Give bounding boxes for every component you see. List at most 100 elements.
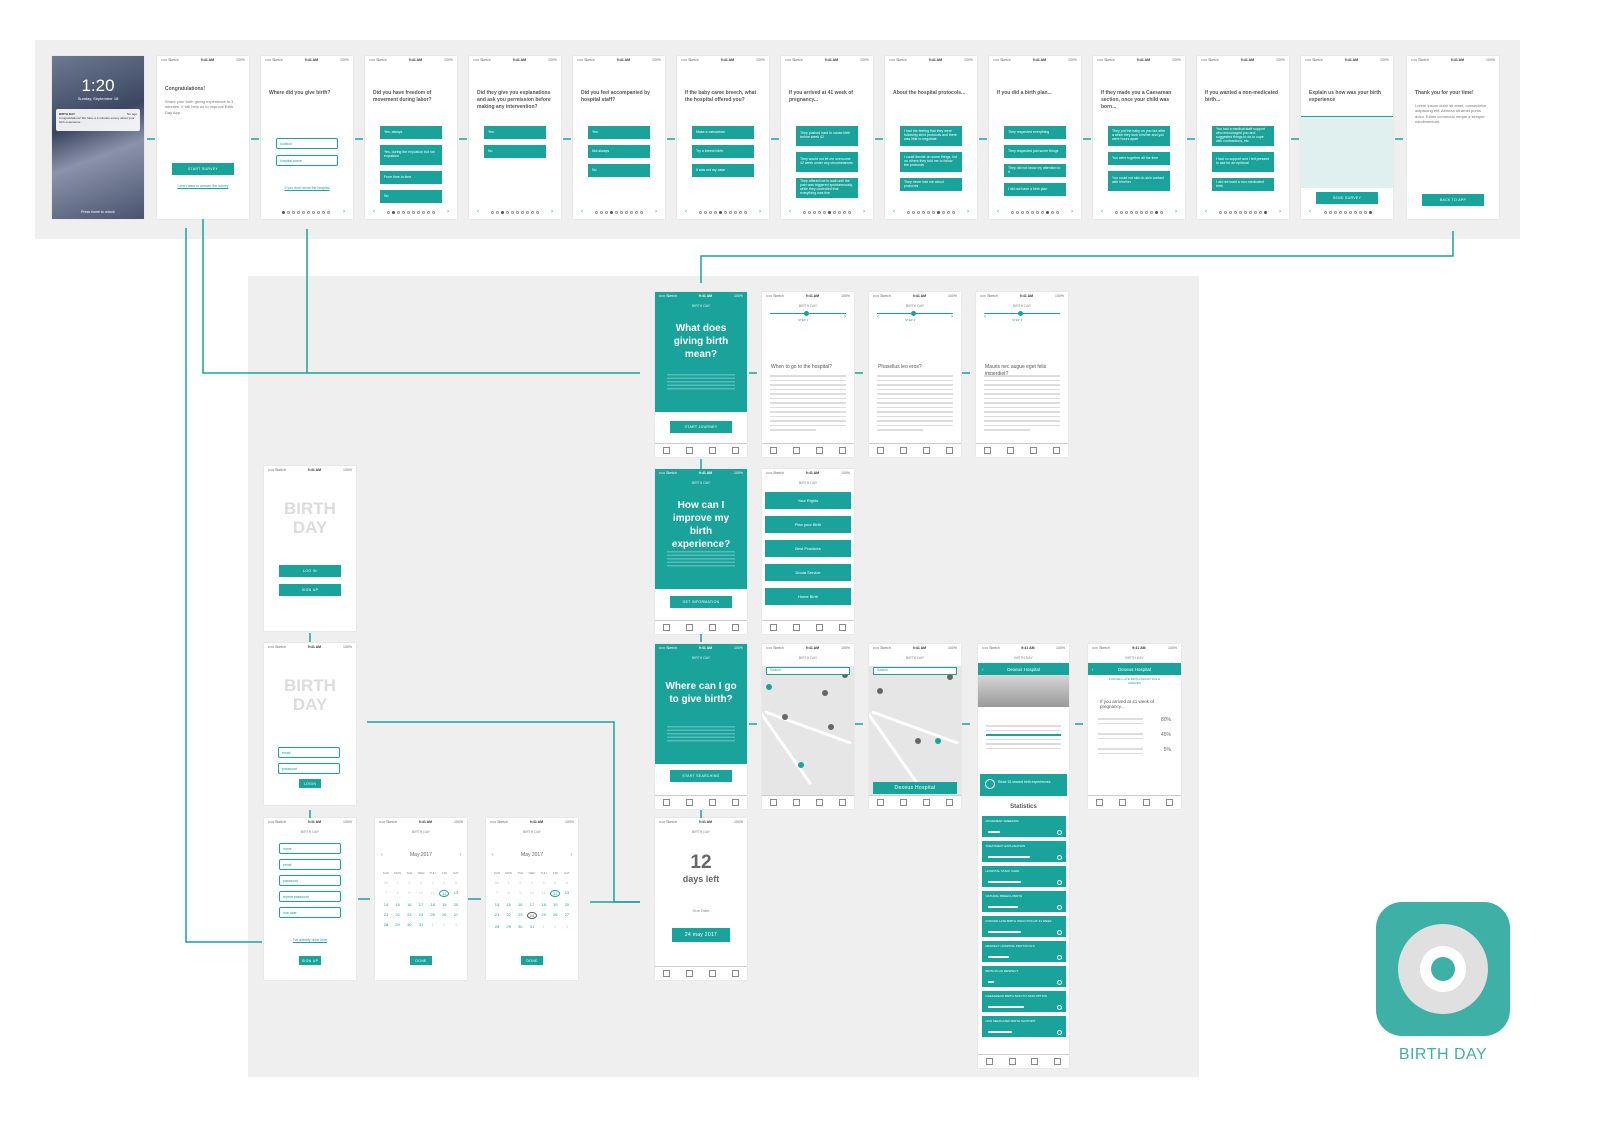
- calendar-day[interactable]: 13: [564, 890, 570, 895]
- tab-icon[interactable]: [709, 799, 716, 806]
- calendar-day[interactable]: 6: [454, 880, 458, 885]
- calendar-day[interactable]: 7: [384, 890, 388, 895]
- calendar-day[interactable]: 6: [565, 880, 569, 885]
- tab-icon[interactable]: [663, 799, 670, 806]
- already-done-link[interactable]: I've already done birth: [292, 938, 328, 942]
- get-information-button[interactable]: GET INFORMATION: [670, 596, 732, 608]
- tab-icon[interactable]: [816, 447, 823, 454]
- calendar-day[interactable]: 2: [554, 924, 557, 929]
- calendar-day[interactable]: 19: [442, 902, 447, 907]
- answer-option[interactable]: I had no support and I felt pressed to a…: [1212, 152, 1274, 172]
- statistic-bar[interactable]: TREATMENT EXPLANATION: [981, 841, 1066, 862]
- prev-arrow-icon[interactable]: ‹: [477, 209, 479, 215]
- calendar-day[interactable]: 16: [407, 902, 412, 907]
- calendar-day[interactable]: 5: [443, 880, 446, 885]
- answer-option[interactable]: They would not let me overcome 42 week u…: [796, 152, 858, 172]
- calendar-day[interactable]: 10: [418, 890, 424, 895]
- calendar-day[interactable]: 16: [518, 902, 523, 907]
- answer-option[interactable]: I could decide on some things, but on ot…: [900, 152, 962, 172]
- answer-option[interactable]: They put the baby on you but after a whi…: [1108, 126, 1170, 146]
- signup-field[interactable]: repeat password: [279, 891, 341, 902]
- answer-option[interactable]: You could not skin-to-skin contact with …: [1108, 171, 1170, 191]
- hospital-select-button[interactable]: Dexeus Hospital: [873, 782, 957, 794]
- prev-arrow-icon[interactable]: ‹: [893, 209, 895, 215]
- calendar-day[interactable]: 1: [396, 880, 399, 885]
- tab-icon[interactable]: [686, 624, 693, 631]
- next-arrow-icon[interactable]: ›: [343, 209, 345, 215]
- tab-icon[interactable]: [816, 799, 823, 806]
- prev-arrow-icon[interactable]: ‹: [373, 209, 375, 215]
- tab-icon[interactable]: [1053, 447, 1060, 454]
- signup-field[interactable]: password: [279, 875, 341, 886]
- calendar-day[interactable]: 22: [395, 912, 400, 917]
- tab-icon[interactable]: [709, 447, 716, 454]
- next-arrow-icon[interactable]: ›: [551, 209, 553, 215]
- map-pin-icon[interactable]: [915, 738, 921, 744]
- menu-item[interactable]: Your Rights: [765, 492, 851, 509]
- prev-arrow-icon[interactable]: ‹: [685, 209, 687, 215]
- tab-icon[interactable]: [923, 447, 930, 454]
- log-in-button[interactable]: LOG IN: [279, 565, 341, 577]
- dont-remember-link[interactable]: If you don't know the hospital: [284, 186, 330, 190]
- tab-icon[interactable]: [793, 624, 800, 631]
- map-pin-icon[interactable]: [798, 762, 804, 768]
- statistic-bar[interactable]: NON MEDICATED BIRTH SUPPORT: [981, 1016, 1066, 1037]
- answer-option[interactable]: Make a caesarean: [692, 126, 754, 139]
- menu-item[interactable]: Plan your Birth: [765, 516, 851, 533]
- tab-icon[interactable]: [1119, 799, 1127, 806]
- calendar-day[interactable]: 14: [383, 902, 389, 907]
- calendar-day[interactable]: 21: [383, 912, 389, 917]
- tab-icon[interactable]: [663, 970, 670, 977]
- answer-option[interactable]: I had the feeling that they were followi…: [900, 126, 962, 146]
- menu-item[interactable]: Best Practices: [765, 540, 851, 557]
- calendar-day[interactable]: 27: [453, 912, 459, 917]
- calendar-day[interactable]: 27: [564, 912, 570, 917]
- calendar-day[interactable]: 22: [506, 912, 511, 917]
- calendar-day[interactable]: 20: [453, 902, 459, 907]
- statistic-bar[interactable]: RESPECT HOSPITAL PROTOCOLS: [981, 941, 1066, 962]
- answer-option[interactable]: No: [380, 190, 442, 203]
- map-pin-icon[interactable]: [828, 724, 834, 730]
- calendar-day[interactable]: 3: [454, 922, 458, 927]
- tab-icon[interactable]: [686, 447, 693, 454]
- tab-icon[interactable]: [946, 799, 953, 806]
- calendar-day[interactable]: 2: [519, 880, 522, 885]
- calendar-day[interactable]: 25: [430, 912, 435, 917]
- calendar-day[interactable]: 14: [494, 902, 500, 907]
- signup-field[interactable]: due date: [279, 907, 341, 918]
- calendar-day[interactable]: 19: [553, 902, 558, 907]
- menu-item[interactable]: Home Birth: [765, 588, 851, 605]
- tab-icon[interactable]: [732, 447, 739, 454]
- tab-icon[interactable]: [900, 447, 907, 454]
- calendar-day[interactable]: 25: [541, 912, 546, 917]
- map-pin-icon[interactable]: [935, 738, 941, 744]
- calendar-day[interactable]: 29: [506, 924, 511, 929]
- calendar-day[interactable]: 12: [439, 890, 450, 897]
- tab-icon[interactable]: [793, 799, 800, 806]
- statistic-bar[interactable]: MOVEMENT FREEDOM: [981, 816, 1066, 837]
- tab-icon[interactable]: [985, 1058, 993, 1065]
- calendar-day[interactable]: 17: [529, 902, 535, 907]
- prev-arrow-icon[interactable]: ‹: [1101, 209, 1103, 215]
- signup-field[interactable]: name: [279, 843, 341, 854]
- tab-icon[interactable]: [1007, 447, 1014, 454]
- password-field[interactable]: password: [278, 763, 340, 774]
- prev-arrow-icon[interactable]: ‹: [789, 209, 791, 215]
- notification[interactable]: BIRTH DAY 5m ago Congratulations! We hav…: [56, 109, 140, 131]
- done-button[interactable]: DONE: [521, 956, 543, 965]
- prev-arrow-icon[interactable]: ‹: [877, 314, 879, 320]
- signup-field[interactable]: email: [279, 859, 341, 870]
- tab-icon[interactable]: [709, 970, 716, 977]
- send-survey-button[interactable]: SEND SURVEY: [1316, 192, 1378, 204]
- start-survey-button[interactable]: START SURVEY: [172, 163, 234, 175]
- answer-option[interactable]: I did not have a birth plan: [1004, 183, 1066, 196]
- calendar-day[interactable]: 26: [553, 912, 558, 917]
- answer-option[interactable]: They respected everything: [1004, 126, 1066, 139]
- calendar-day[interactable]: 29: [395, 922, 400, 927]
- calendar-day[interactable]: 24: [526, 912, 537, 919]
- tab-icon[interactable]: [686, 970, 693, 977]
- prev-arrow-icon[interactable]: ‹: [984, 314, 986, 320]
- experience-textarea[interactable]: [1301, 116, 1393, 188]
- next-month-icon[interactable]: ›: [459, 852, 461, 858]
- answer-option[interactable]: No: [484, 145, 546, 158]
